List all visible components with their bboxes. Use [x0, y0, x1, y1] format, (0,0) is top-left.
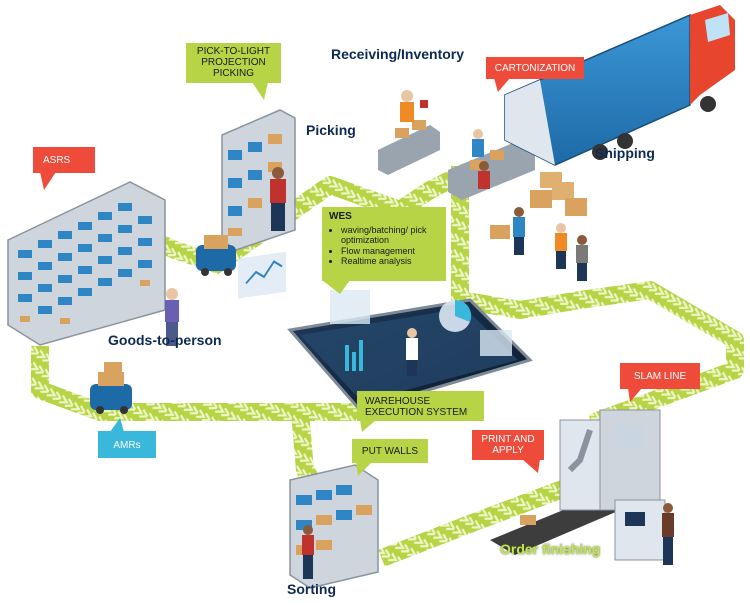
picking-rack — [221, 109, 296, 251]
label-order-finishing: Order finishing — [500, 541, 601, 557]
label-picking: Picking — [306, 122, 356, 138]
gtp-robot — [165, 235, 236, 346]
callout-amrs-tail — [110, 418, 124, 432]
wes-title: WES — [329, 211, 352, 222]
wes-feature-item: waving/batching/ pick optimization — [341, 225, 439, 246]
asrs-rack — [7, 181, 166, 346]
callout-print-and-apply-tail — [522, 459, 540, 473]
wes-feature-item: Realtime analysis — [341, 256, 439, 267]
receiving-station — [378, 90, 440, 175]
sorting-putwall — [289, 464, 379, 589]
label-receiving-inventory: Receiving/Inventory — [331, 46, 465, 62]
callout-asrs: ASRS — [33, 147, 95, 173]
callout-print-and-apply: PRINT AND APPLY — [472, 430, 544, 460]
callout-wes-system-tail — [360, 420, 376, 432]
packing-station — [448, 129, 535, 200]
callout-pick-to-light-tail — [252, 82, 268, 100]
callout-pick-to-light: PICK-TO-LIGHT PROJECTION PICKING — [186, 43, 281, 83]
callout-put-walls-tail — [356, 462, 372, 476]
callout-put-walls: PUT WALLS — [352, 439, 428, 463]
callout-wes-system: WAREHOUSE EXECUTION SYSTEM — [357, 391, 484, 421]
callout-slam-line-tail — [628, 388, 642, 402]
order-finishing-line — [490, 409, 674, 565]
callout-asrs-tail — [40, 172, 56, 190]
truck — [504, 5, 735, 166]
callout-cartonization-tail — [494, 78, 510, 92]
label-shipping: Shipping — [595, 145, 655, 161]
shipping-workers — [490, 172, 588, 281]
wes-tablet — [238, 251, 533, 412]
wes-feature-item: Flow management — [341, 246, 439, 257]
label-sorting: Sorting — [287, 581, 336, 597]
wes-info-box-tail — [322, 280, 350, 294]
callout-cartonization: CARTONIZATION — [486, 57, 584, 79]
wes-info-box: WES waving/batching/ pick optimization F… — [322, 207, 446, 281]
amr-robot — [90, 362, 132, 414]
callout-slam-line: SLAM LINE — [620, 363, 700, 389]
label-goods-to-person: Goods-to-person — [108, 332, 222, 348]
callout-amrs: AMRs — [98, 431, 156, 458]
wes-feature-list: waving/batching/ pick optimization Flow … — [329, 225, 439, 267]
